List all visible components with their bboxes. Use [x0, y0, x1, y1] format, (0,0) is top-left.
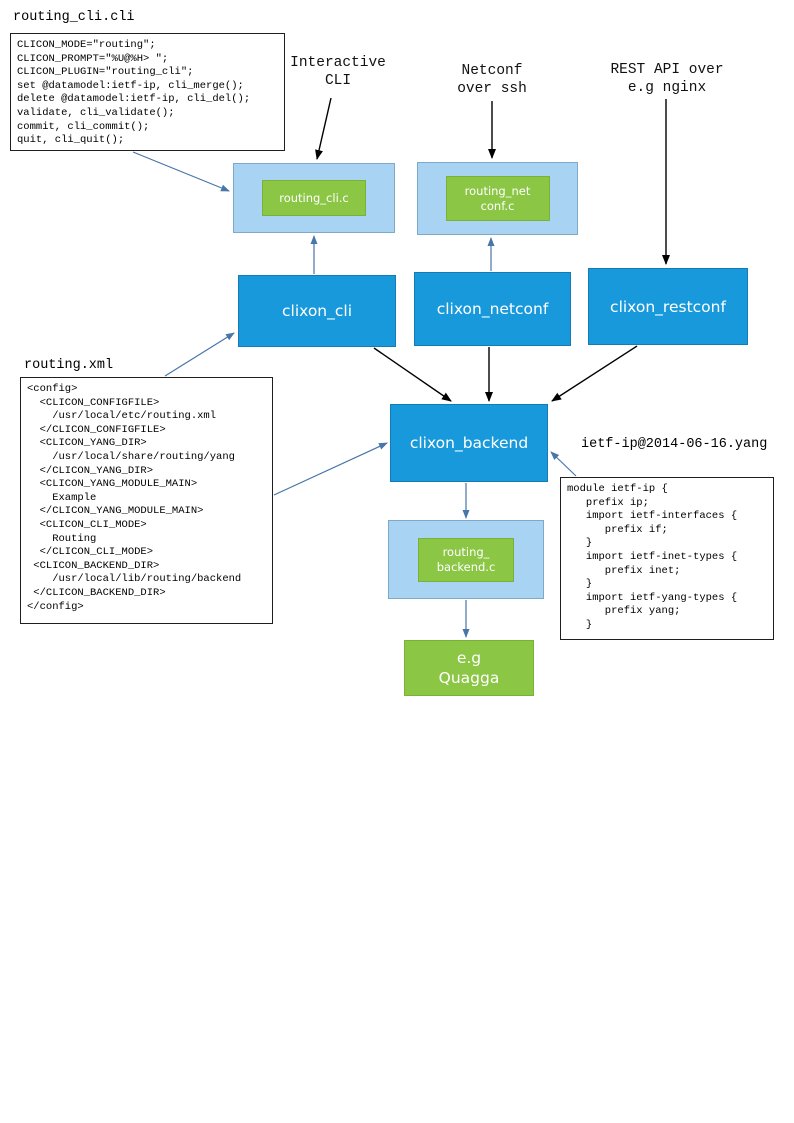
arrow-yang-to-backend [550, 451, 577, 477]
plugin-container-cli: routing_cli.c [233, 163, 395, 233]
plugin-routing-netconf-c: routing_net conf.c [445, 176, 550, 221]
code-box-routing-xml: <config> <CLICON_CONFIGFILE> /usr/local/… [20, 377, 273, 624]
label-netconf-over-ssh: Netconf over ssh [457, 63, 527, 97]
arrow-xml-to-backend [273, 442, 388, 496]
label-rest-api: REST API over e.g nginx [610, 62, 724, 96]
file-label-yang: ietf-ip@2014-06-16.yang [581, 437, 768, 452]
node-clixon-netconf: clixon_netconf [414, 272, 571, 346]
plugin-container-netconf: routing_net conf.c [417, 162, 578, 235]
code-box-routing-cli: CLICON_MODE="routing"; CLICON_PROMPT="%U… [10, 33, 285, 151]
arrow-cli-to-backend [373, 347, 452, 402]
arrow-restconf-to-backend [551, 345, 638, 402]
node-quagga: e.g Quagga [404, 640, 534, 696]
code-routing-xml-text: <config> <CLICON_CONFIGFILE> /usr/local/… [27, 383, 242, 613]
plugin-routing-backend-c: routing_ backend.c [418, 537, 514, 582]
code-box-yang: module ietf-ip { prefix ip; import ietf-… [560, 477, 774, 640]
file-label-routing-xml: routing.xml [24, 358, 114, 373]
code-routing-cli-text: CLICON_MODE="routing"; CLICON_PROMPT="%U… [17, 39, 251, 147]
plugin-container-backend: routing_ backend.c [388, 520, 544, 599]
file-label-routing-cli: routing_cli.cli [13, 10, 135, 25]
arrow-xml-to-clixoncli [164, 332, 235, 377]
node-clixon-backend: clixon_backend [390, 404, 548, 482]
arrow-interactive-cli-to-plugin [315, 97, 332, 160]
node-clixon-cli: clixon_cli [238, 275, 396, 347]
node-clixon-restconf: clixon_restconf [588, 268, 748, 345]
arrow-clispec-to-plugin-cli [132, 151, 230, 192]
plugin-routing-cli-c: routing_cli.c [262, 180, 366, 216]
code-yang-text: module ietf-ip { prefix ip; import ietf-… [567, 483, 738, 631]
label-interactive-cli: Interactive CLI [290, 55, 386, 89]
